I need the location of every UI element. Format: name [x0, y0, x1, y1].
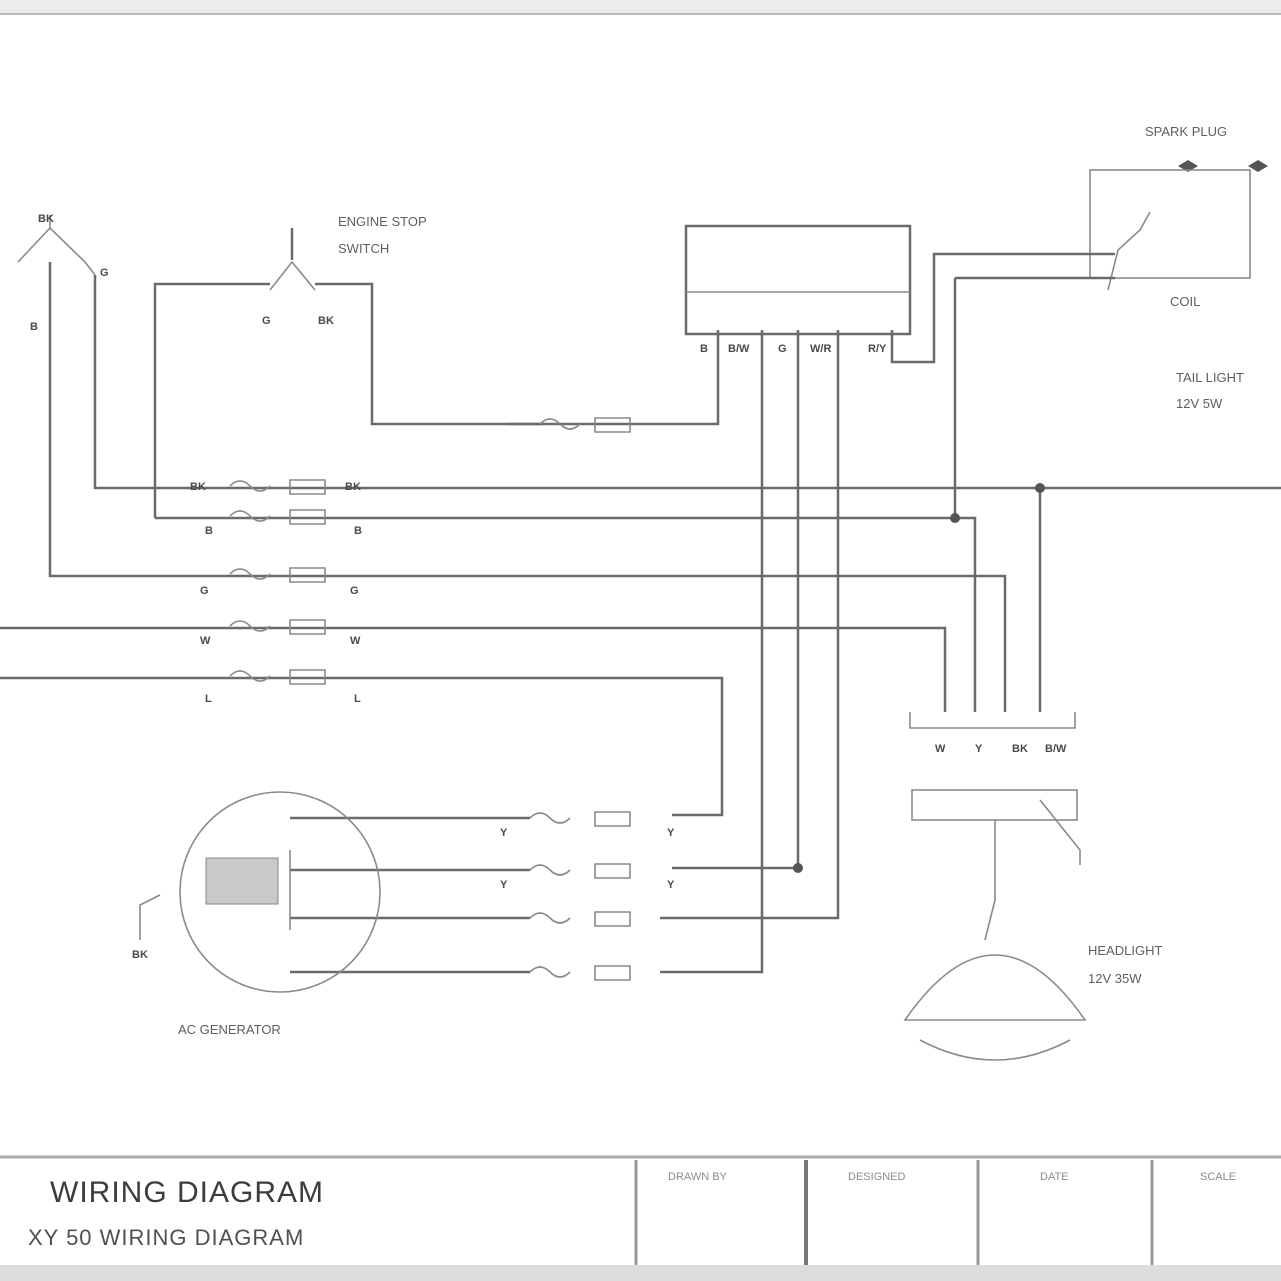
wire-switch-loop-left [153, 282, 270, 518]
coil-label: COIL [1170, 294, 1200, 309]
headlight-switch-block: W Y BK B/W [909, 712, 1081, 941]
cdi-pin-bw: B/W [728, 343, 750, 355]
headlight-lead [984, 820, 996, 941]
stop-switch-pin-g: G [262, 315, 271, 327]
ignition-switch-group: BK G B [17, 213, 109, 333]
generator-ground-lead [139, 894, 161, 940]
spark-plug-right-icon [1248, 160, 1268, 172]
switch-contact-right [84, 261, 96, 276]
spark-plug-label: SPARK PLUG [1145, 124, 1227, 139]
gen-conn-1 [529, 811, 631, 827]
junction-dot-2 [1035, 483, 1045, 493]
wire-row-w [0, 626, 947, 712]
generator-connectors: Y Y Y Y [290, 811, 675, 981]
header-designed: DESIGNED [848, 1171, 906, 1183]
conn-pin-l1: BK [190, 481, 206, 493]
connector-row-1 [229, 479, 326, 495]
left-switch-pin-label-2: G [100, 267, 109, 279]
headlight-label-2: 12V 35W [1088, 971, 1142, 986]
connector-row-2 [229, 509, 326, 525]
connector-row-4 [229, 619, 326, 635]
spark-plug-left-icon [1178, 160, 1198, 172]
wire-switch-to-module [315, 282, 720, 426]
wire-row-bk [93, 275, 1281, 490]
headlight-lens [919, 1039, 1071, 1061]
engine-stop-switch: ENGINE STOP SWITCH G BK [262, 214, 427, 327]
inline-connectors-left: BK BK B B G G W W L L [190, 417, 631, 705]
light-pin-2: Y [975, 743, 983, 755]
engine-stop-switch-label-2: SWITCH [338, 241, 389, 256]
connector-row-3 [229, 567, 326, 583]
top-border [0, 0, 1281, 14]
cdi-module-box [684, 224, 912, 336]
left-switch-pin-label-3: B [30, 321, 38, 333]
headlight-lamp: HEADLIGHT 12V 35W [903, 943, 1162, 1061]
junction-dot-3 [793, 863, 803, 873]
title-block: WIRING DIAGRAM XY 50 WIRING DIAGRAM DRAW… [0, 1155, 1281, 1281]
tail-light-label-1: TAIL LIGHT [1176, 370, 1244, 385]
gen-pin-l2: Y [500, 879, 508, 891]
conn-pin-l3: G [200, 585, 209, 597]
generator-stator [205, 857, 279, 905]
title-block-bottom-strip [0, 1265, 1281, 1281]
header-scale: SCALE [1200, 1171, 1236, 1183]
gen-pin-r1: Y [667, 827, 675, 839]
tail-lead [1039, 799, 1081, 865]
conn-pin-r4: W [350, 635, 361, 647]
headlight-label-1: HEADLIGHT [1088, 943, 1162, 958]
cdi-pin-wr: W/R [810, 343, 831, 355]
cdi-pin-g: G [778, 343, 787, 355]
tail-light-label-2: 12V 5W [1176, 396, 1223, 411]
coil-winding [1107, 211, 1151, 291]
wire-module-wr [660, 330, 840, 920]
conn-pin-r1: BK [345, 481, 361, 493]
wire-module-ry [890, 252, 1115, 364]
wire-module-bw [660, 330, 764, 974]
conn-pin-l5: L [205, 693, 212, 705]
coil-and-spark-plugs: SPARK PLUG COIL TAIL LIGHT 12V 5W [1089, 124, 1268, 411]
wiring-harness [0, 252, 1281, 974]
headlight-reflector [903, 954, 1087, 1021]
gen-conn-2 [529, 863, 631, 879]
conn-pin-l4: W [200, 635, 211, 647]
gen-conn-4 [529, 965, 631, 981]
stop-switch-contacts [269, 260, 316, 291]
stop-switch-pin-bk: BK [318, 315, 334, 327]
light-switch-bus [909, 712, 1076, 729]
wire-module-g [672, 330, 800, 870]
wire-coil-drop [953, 278, 977, 712]
gen-pin-r2: Y [667, 879, 675, 891]
generator-housing [179, 791, 381, 993]
gen-pin-l1: Y [500, 827, 508, 839]
generator-bk-label: BK [132, 949, 148, 961]
coil-box [1089, 169, 1251, 279]
junction-dot-1 [950, 513, 960, 523]
left-switch-pin-label: BK [38, 213, 54, 225]
diagram-title: WIRING DIAGRAM [50, 1176, 324, 1209]
ac-generator: BK AC GENERATOR [132, 791, 381, 1037]
light-pin-3: BK [1012, 743, 1028, 755]
conn-pin-r3: G [350, 585, 359, 597]
header-drawn-by: DRAWN BY [668, 1171, 728, 1183]
engine-stop-switch-label-1: ENGINE STOP [338, 214, 427, 229]
conn-pin-r2: B [354, 525, 362, 537]
ac-generator-label: AC GENERATOR [178, 1022, 281, 1037]
gen-conn-3 [529, 911, 631, 927]
light-pin-1: W [935, 743, 946, 755]
wire-row-l [0, 676, 724, 817]
diagram-subtitle: XY 50 WIRING DIAGRAM [28, 1225, 304, 1250]
connector-row-5 [229, 669, 326, 685]
cdi-pin-ry: R/Y [868, 343, 887, 355]
wire-row-g [48, 262, 1007, 712]
conn-pin-l2: B [205, 525, 213, 537]
header-date: DATE [1040, 1171, 1069, 1183]
light-pin-4: B/W [1045, 743, 1067, 755]
cdi-pin-b: B [700, 343, 708, 355]
connector-top [539, 417, 631, 433]
switch-contact-left [17, 226, 86, 263]
conn-pin-r5: L [354, 693, 361, 705]
